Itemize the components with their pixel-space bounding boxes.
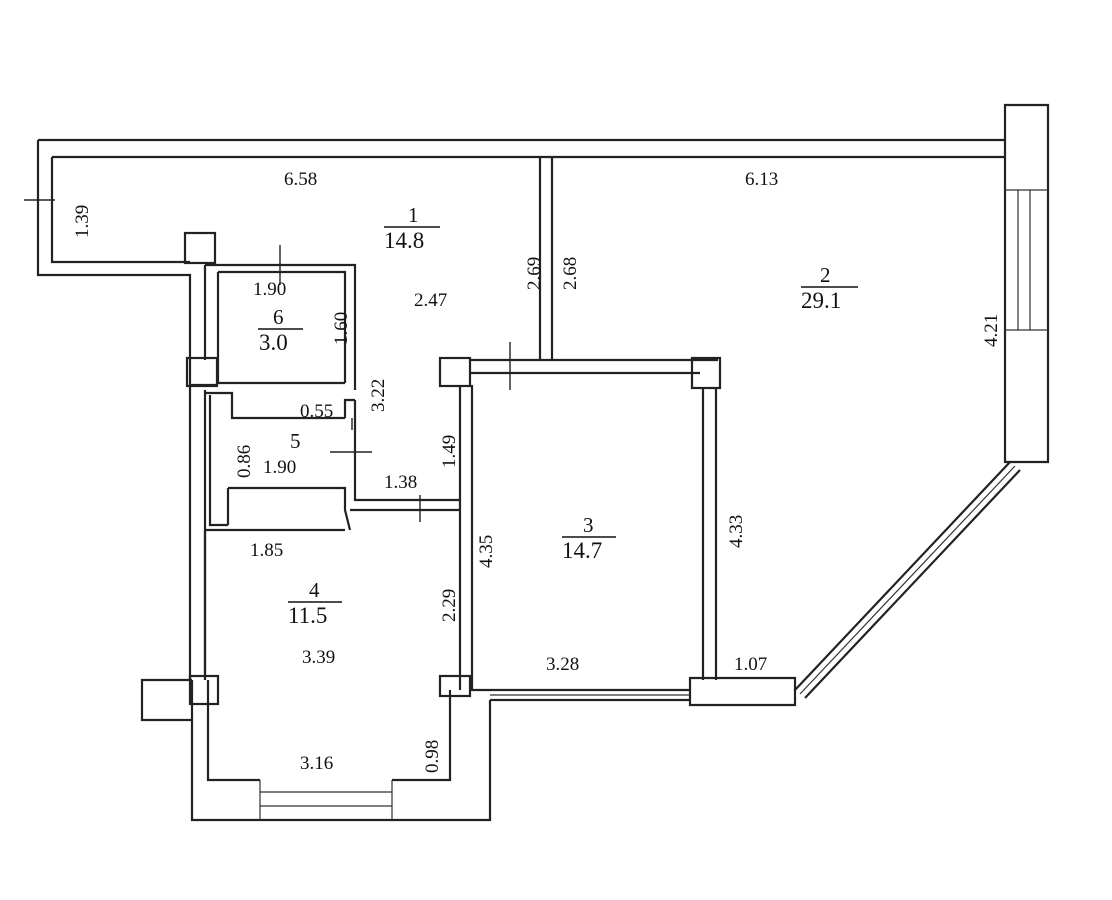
room-3-area: 14.7 bbox=[562, 538, 602, 563]
room3-right-wall bbox=[701, 388, 718, 680]
dim-room3-right: 4.33 bbox=[726, 515, 747, 548]
room5-walls bbox=[205, 391, 460, 531]
bottom-left-projection bbox=[140, 678, 192, 722]
right-wall bbox=[1003, 103, 1050, 464]
room-6-number: 6 bbox=[273, 305, 284, 329]
dim-corridor-width: 1.39 bbox=[72, 205, 93, 238]
room-6-label: 6 3.0 bbox=[258, 305, 303, 355]
room-1-number: 1 bbox=[408, 203, 419, 227]
right-window bbox=[1005, 189, 1048, 331]
room-3-number: 3 bbox=[583, 513, 594, 537]
dim-closet-height: 3.22 bbox=[368, 379, 389, 412]
room-1-label: 1 14.8 bbox=[384, 203, 440, 253]
room6-walls bbox=[203, 263, 357, 390]
room4-window bbox=[259, 780, 393, 820]
room-4-number: 4 bbox=[309, 578, 320, 602]
pillar-top-left bbox=[183, 231, 217, 265]
dim-room3-width: 3.28 bbox=[546, 654, 579, 675]
walls bbox=[24, 103, 1050, 822]
dim-room2-length: 6.13 bbox=[745, 169, 778, 190]
room4-walls bbox=[190, 528, 492, 822]
room-1-area: 14.8 bbox=[384, 228, 424, 253]
room3-left-wall bbox=[458, 385, 474, 690]
pillar-room3-top-right bbox=[690, 356, 722, 390]
dim-room4-side: 2.29 bbox=[439, 589, 460, 622]
pillar-room3-bottom-left bbox=[438, 674, 472, 698]
room-2-label: 2 29.1 bbox=[801, 263, 858, 313]
dim-room4-top-width: 1.85 bbox=[250, 540, 283, 561]
dim-passage-depth: 1.49 bbox=[439, 435, 460, 468]
dimension-labels: 6.58 1.39 2.47 2.69 2.68 6.13 4.21 1.90 … bbox=[72, 169, 1002, 774]
dim-room3-left: 4.35 bbox=[476, 535, 497, 568]
diagonal-wall bbox=[794, 461, 1021, 699]
room-5-label: 5 bbox=[290, 429, 301, 453]
dim-room6-width: 1.90 bbox=[253, 279, 286, 300]
dim-room5-niche: 0.55 bbox=[300, 401, 333, 422]
dim-room4-bay: 0.98 bbox=[422, 740, 443, 773]
door-marks bbox=[24, 199, 511, 522]
outer-top-wall bbox=[36, 138, 1005, 360]
room3-top-wall bbox=[470, 157, 718, 375]
pillar-room3-top-left bbox=[438, 356, 472, 388]
room-3-label: 3 14.7 bbox=[562, 513, 616, 563]
room-2-number: 2 bbox=[820, 263, 831, 287]
dim-hall-width: 2.47 bbox=[414, 290, 447, 311]
room-4-area: 11.5 bbox=[288, 603, 327, 628]
dim-room2-window-wall: 4.21 bbox=[981, 314, 1002, 347]
pillar-left-mid bbox=[185, 356, 219, 388]
dim-room5-width: 1.90 bbox=[263, 457, 296, 478]
room-5-number: 5 bbox=[290, 429, 301, 453]
pillar-bottom-left bbox=[188, 674, 220, 706]
room-2-area: 29.1 bbox=[801, 288, 841, 313]
room-6-area: 3.0 bbox=[259, 330, 288, 355]
room2-bottom-stub bbox=[688, 676, 797, 707]
dim-room2-bottom-stub: 1.07 bbox=[734, 654, 767, 675]
dim-room5-depth: 0.86 bbox=[234, 445, 255, 478]
room-labels: 1 14.8 2 29.1 3 14.7 4 11.5 5 6 3.0 bbox=[258, 203, 858, 628]
dim-room6-depth: 1.60 bbox=[331, 312, 352, 345]
dim-corridor-length: 6.58 bbox=[284, 169, 317, 190]
dim-room4-bottom-width: 3.16 bbox=[300, 753, 333, 774]
room-4-label: 4 11.5 bbox=[288, 578, 342, 628]
dim-room1-partition: 2.69 bbox=[524, 257, 545, 290]
dim-passage-width: 1.38 bbox=[384, 472, 417, 493]
dim-room2-partition: 2.68 bbox=[560, 257, 581, 290]
dim-room4-length: 3.39 bbox=[302, 647, 335, 668]
room3-bottom-wall bbox=[470, 688, 690, 702]
diagonal-window bbox=[799, 465, 1016, 695]
